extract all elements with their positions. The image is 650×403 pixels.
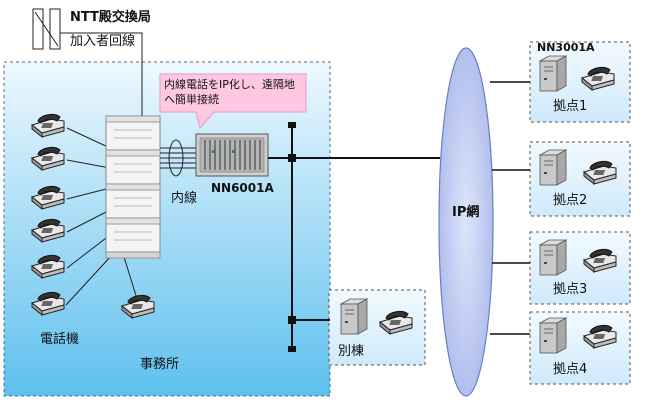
terminal-icon <box>539 239 567 276</box>
terminal-icon <box>340 298 368 335</box>
site-links <box>490 81 530 335</box>
backbone-lines <box>268 126 440 350</box>
annex-label: 別棟 <box>338 344 365 359</box>
site4-label: 拠点4 <box>553 362 588 377</box>
site1-label: 拠点1 <box>553 99 588 114</box>
backbone-nodes <box>288 122 296 352</box>
nn6001a-label: NN6001A <box>211 181 274 195</box>
site3-label: 拠点3 <box>553 282 588 297</box>
ntt-office-label: NTT殿交換局 <box>70 10 151 25</box>
subscriber-line <box>60 32 143 118</box>
ip-network-ellipse <box>438 47 494 397</box>
extension-label: 内線 <box>171 191 198 206</box>
subscriber-line-label: 加入者回線 <box>70 34 136 49</box>
terminal-icon <box>539 149 567 186</box>
terminal-icon <box>539 55 567 92</box>
office-label: 事務所 <box>140 357 180 372</box>
callout-text: 内線電話をIP化し、遠隔地へ簡単接続 <box>164 78 295 106</box>
ntt-exchange-icon <box>32 8 61 50</box>
phones-label: 電話機 <box>40 332 80 347</box>
ip-network-label: IP網 <box>452 205 480 220</box>
site2-label: 拠点2 <box>553 193 588 208</box>
nn6001a-device <box>195 133 269 177</box>
terminal-icon <box>539 317 567 354</box>
extension-lines <box>160 139 198 177</box>
pbx-stack <box>105 115 161 259</box>
phone-wires <box>65 127 139 306</box>
nn3001a-label: NN3001A <box>537 41 595 54</box>
callout-bubble <box>159 73 307 130</box>
